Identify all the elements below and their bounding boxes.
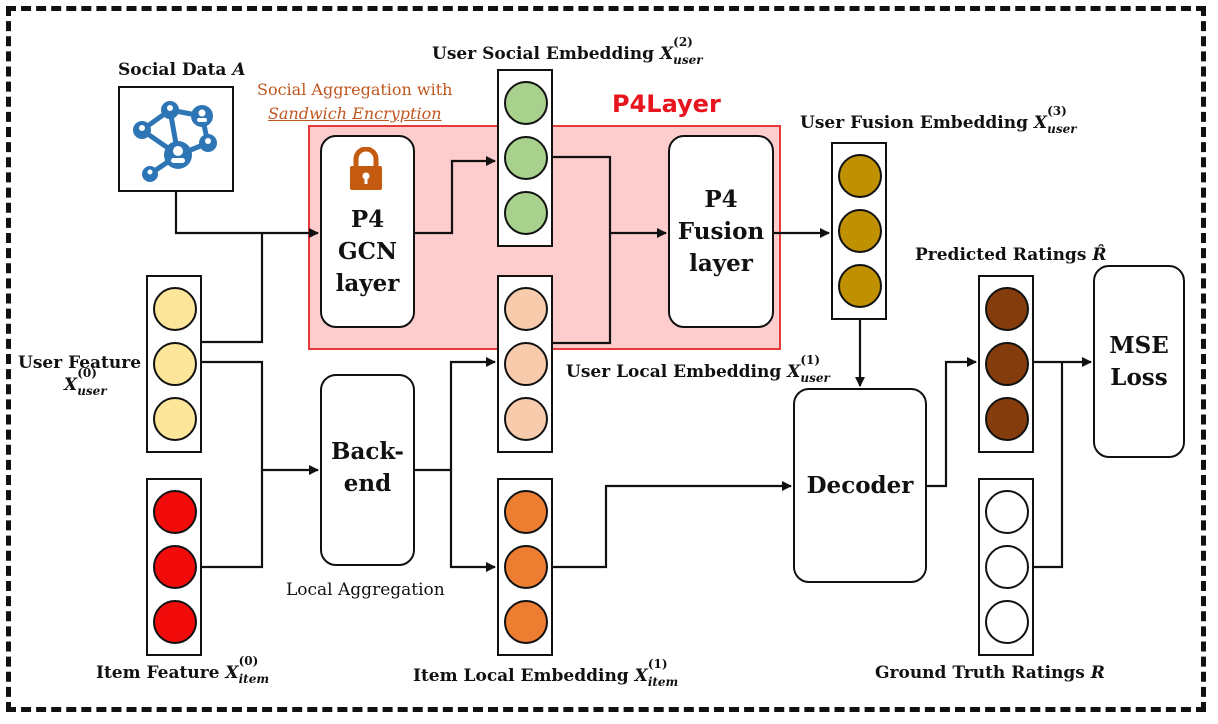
user-local-node <box>504 287 548 331</box>
user-fusion-embedding-label: User Fusion Embedding X(3)user <box>800 104 1077 136</box>
wire-itemlocal-to-decoder <box>553 481 792 569</box>
wire-backend-to-userlocal <box>415 357 496 472</box>
item-feature-node <box>153 600 197 644</box>
item-local-node <box>504 545 548 589</box>
user-feature-node <box>153 342 197 386</box>
user-fusion-node <box>838 154 882 198</box>
item-feature-node <box>153 490 197 534</box>
item-feature-column <box>146 478 202 656</box>
wire-local-to-fusion <box>553 233 612 345</box>
ground-truth-node <box>985 490 1029 534</box>
predicted-ratings-column <box>978 275 1034 453</box>
wire-itemfeat-to-backend <box>202 470 264 569</box>
local-aggregation-label: Local Aggregation <box>286 580 445 600</box>
lock-icon <box>350 147 382 190</box>
item-feature-label: Item Feature X(0)item <box>96 654 270 686</box>
user-local-embedding-column <box>497 275 553 453</box>
ground-truth-ratings-label: Ground Truth Ratings R <box>875 663 1105 683</box>
user-local-node <box>504 397 548 441</box>
dashed-frame <box>6 6 1206 712</box>
fusion-layer-box: P4 Fusion layer <box>668 135 774 328</box>
wire-social-to-fusion <box>553 155 667 238</box>
user-social-embedding-column <box>497 69 553 247</box>
user-fusion-node <box>838 264 882 308</box>
wire-gcn-to-social <box>415 156 496 235</box>
predicted-ratings-label: Predicted Ratings R̂ <box>915 245 1107 265</box>
user-social-node <box>504 81 548 125</box>
user-fusion-embedding-column <box>831 142 887 320</box>
social-aggregation-label: Social Aggregation with Sandwich Encrypt… <box>257 80 453 123</box>
user-feature-label: User Feature X(0)user <box>18 353 142 398</box>
wire-backend-to-itemlocal <box>449 470 496 572</box>
user-social-embedding-label: User Social Embedding X(2)user <box>432 35 703 67</box>
user-local-embedding-label: User Local Embedding X(1)user <box>566 353 830 385</box>
item-local-node <box>504 490 548 534</box>
user-feature-node <box>153 397 197 441</box>
wire-decoder-to-predicted <box>927 357 977 488</box>
item-local-embedding-column <box>497 478 553 656</box>
ground-truth-node <box>985 600 1029 644</box>
user-feature-node <box>153 287 197 331</box>
user-local-node <box>504 342 548 386</box>
social-data-label: Social Data A <box>118 60 246 80</box>
item-local-node <box>504 600 548 644</box>
social-network-icon <box>133 101 217 182</box>
ground-truth-node <box>985 545 1029 589</box>
wire-social-to-gcn <box>174 192 319 238</box>
decoder-box: Decoder <box>793 388 927 583</box>
wire-userfeat-to-backend <box>202 360 319 475</box>
wire-userfeat-to-gcn <box>202 233 264 344</box>
item-local-embedding-label: Item Local Embedding X(1)item <box>413 657 679 689</box>
user-social-node <box>504 136 548 180</box>
user-feature-column <box>146 275 202 453</box>
social-data-box <box>118 86 234 192</box>
ground-truth-ratings-column <box>978 478 1034 656</box>
predicted-rating-node <box>985 287 1029 331</box>
user-social-node <box>504 191 548 235</box>
item-feature-node <box>153 545 197 589</box>
wire-groundtruth-to-mse <box>1034 362 1064 569</box>
user-fusion-node <box>838 209 882 253</box>
predicted-rating-node <box>985 342 1029 386</box>
mse-loss-box: MSE Loss <box>1093 265 1185 458</box>
p4layer-title: P4Layer <box>612 90 721 118</box>
predicted-rating-node <box>985 397 1029 441</box>
backend-box: Back- end <box>320 374 415 566</box>
